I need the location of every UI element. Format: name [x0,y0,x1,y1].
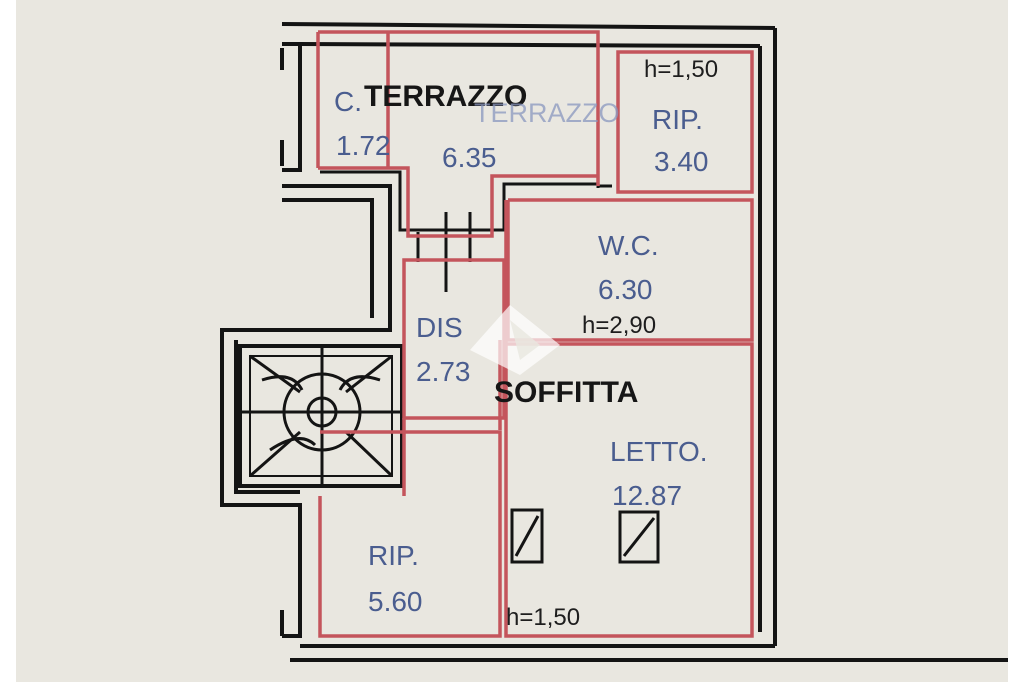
room-wc-area: 6.30 [598,274,653,305]
exterior-walls [220,22,1008,662]
room-outlines [316,30,754,638]
room-terrazzo-area: 6.35 [442,142,497,173]
room-rip-bottom-name: RIP. [368,540,419,571]
room-rip-bottom-area: 5.60 [368,586,423,617]
loft-title: SOFFITTA [494,376,639,409]
watermark-icon [470,305,560,375]
room-c-name: C. [334,86,362,117]
room-letto-area: 12.87 [612,480,683,511]
room-rip-top-area: 3.40 [654,146,709,177]
room-dis-area: 2.73 [416,356,471,387]
height-top-right: h=1,50 [644,56,719,83]
room-letto-name: LETTO. [610,436,708,467]
height-bottom: h=1,50 [506,604,581,631]
height-wc: h=2,90 [582,312,657,339]
room-rip-top-name: RIP. [652,104,703,135]
terrace-title: TERRAZZO [364,80,528,113]
staircase-icon [238,344,404,488]
room-terrazzo-name: TERRAZZO [474,98,620,128]
room-c-area: 1.72 [336,130,391,161]
room-dis-name: DIS [416,312,463,343]
room-wc-name: W.C. [598,230,659,261]
skylight-icon [510,508,660,564]
